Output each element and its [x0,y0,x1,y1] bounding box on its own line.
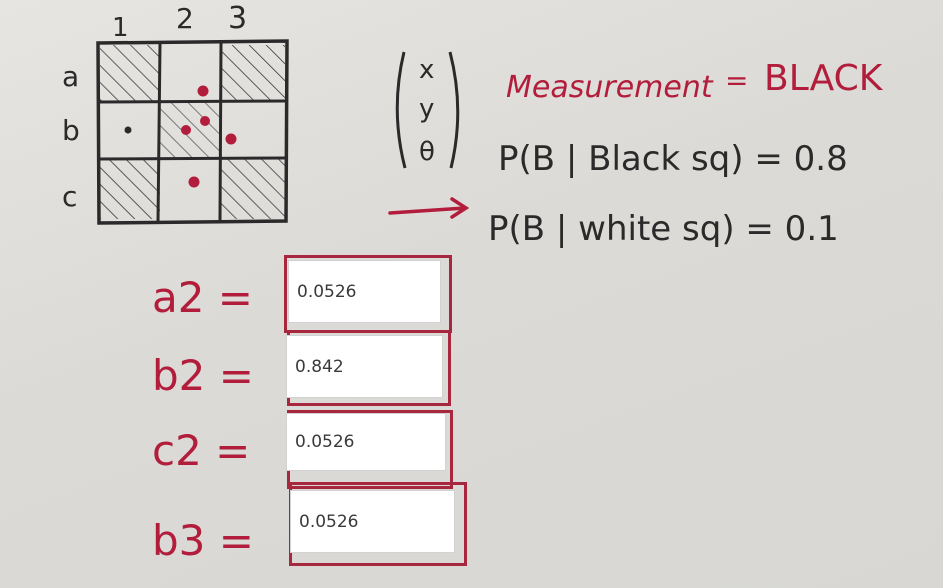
answer-input-b3[interactable] [290,490,455,553]
grid-world [96,39,289,225]
prob-white-square: P(B | white sq) = 0.1 [488,209,839,249]
grid-cell-c1 [100,159,160,219]
row-label-a: a [62,60,79,93]
robot-dot-b1 [124,126,132,134]
column-label-1: 1 [112,13,129,43]
arrow-icon [388,197,470,219]
answer-input-a2[interactable] [288,260,441,323]
measurement-label: Measurement [506,70,714,105]
measurement-value: BLACK [764,58,884,99]
answer-label-b3: b3 = [152,516,254,565]
state-vector: x y θ [395,51,460,169]
column-label-2: 2 [176,2,194,35]
robot-dot-b2-a [181,125,191,135]
answer-label-a2: a2 = [152,273,253,322]
robot-dot-c2 [188,176,200,188]
answer-input-b2[interactable] [286,335,443,398]
grid-cell-a1 [100,45,160,102]
prob-black-square: P(B | Black sq) = 0.8 [498,139,848,179]
robot-dot-a2 [197,85,209,97]
row-label-b: b [62,114,80,147]
measurement-equals: = [725,64,748,97]
answer-input-c2[interactable] [286,413,446,471]
answer-label-c2: c2 = [152,426,250,475]
grid-cell-a3 [221,45,285,102]
state-y: y [419,94,434,124]
row-label-c: c [62,180,77,213]
answer-label-b2: b2 = [152,351,254,400]
grid-cell-c3 [221,159,285,219]
state-x: x [419,55,434,85]
robot-dot-b3 [225,133,237,145]
column-label-3: 3 [228,1,247,36]
state-theta: θ [419,137,435,167]
robot-dot-b2-b [200,116,210,126]
